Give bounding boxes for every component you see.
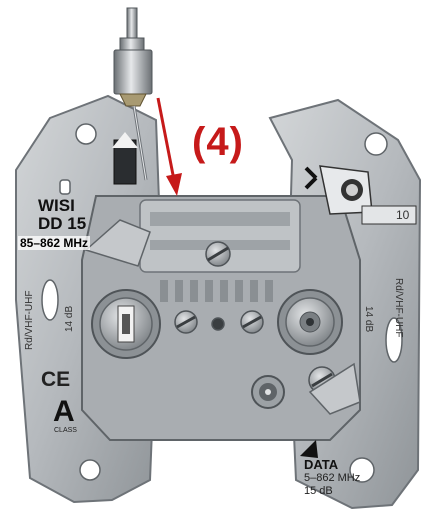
cable-gauge-marker <box>304 165 417 225</box>
left-arrow-sticker <box>112 132 138 185</box>
model-name: DD 15 <box>38 214 87 233</box>
radio-port <box>277 289 343 355</box>
left-band-marking: Rd/VHF-UHF <box>24 290 35 350</box>
pin-connector <box>113 7 153 181</box>
insertion-arrow <box>156 97 182 196</box>
data-pointer-icon <box>300 440 318 458</box>
data-port-frequency: 5–862 MHz <box>304 472 361 484</box>
cable-gauge-label: 10 <box>396 208 410 222</box>
data-port-title: DATA <box>304 457 339 472</box>
brand-name: WISI <box>38 196 75 215</box>
tv-port <box>91 289 161 359</box>
left-clamp-tab <box>84 219 151 267</box>
class-label: CLASS <box>54 427 77 434</box>
data-port <box>251 375 285 409</box>
step-label: (4) <box>192 120 244 164</box>
frequency-label: 85–862 MHz <box>18 236 91 250</box>
right-clamp-tab <box>308 362 361 415</box>
right-db-marking: 14 dB <box>363 306 374 333</box>
class-letter: A <box>53 395 75 428</box>
cooling-fins <box>160 280 273 302</box>
left-db-marking: 14 dB <box>64 305 75 332</box>
bracket-holes <box>41 123 403 483</box>
data-port-level: 15 dB <box>304 485 333 497</box>
ce-mark: CE <box>41 368 71 391</box>
right-band-marking: Rd/VHF-UHF <box>393 278 404 338</box>
